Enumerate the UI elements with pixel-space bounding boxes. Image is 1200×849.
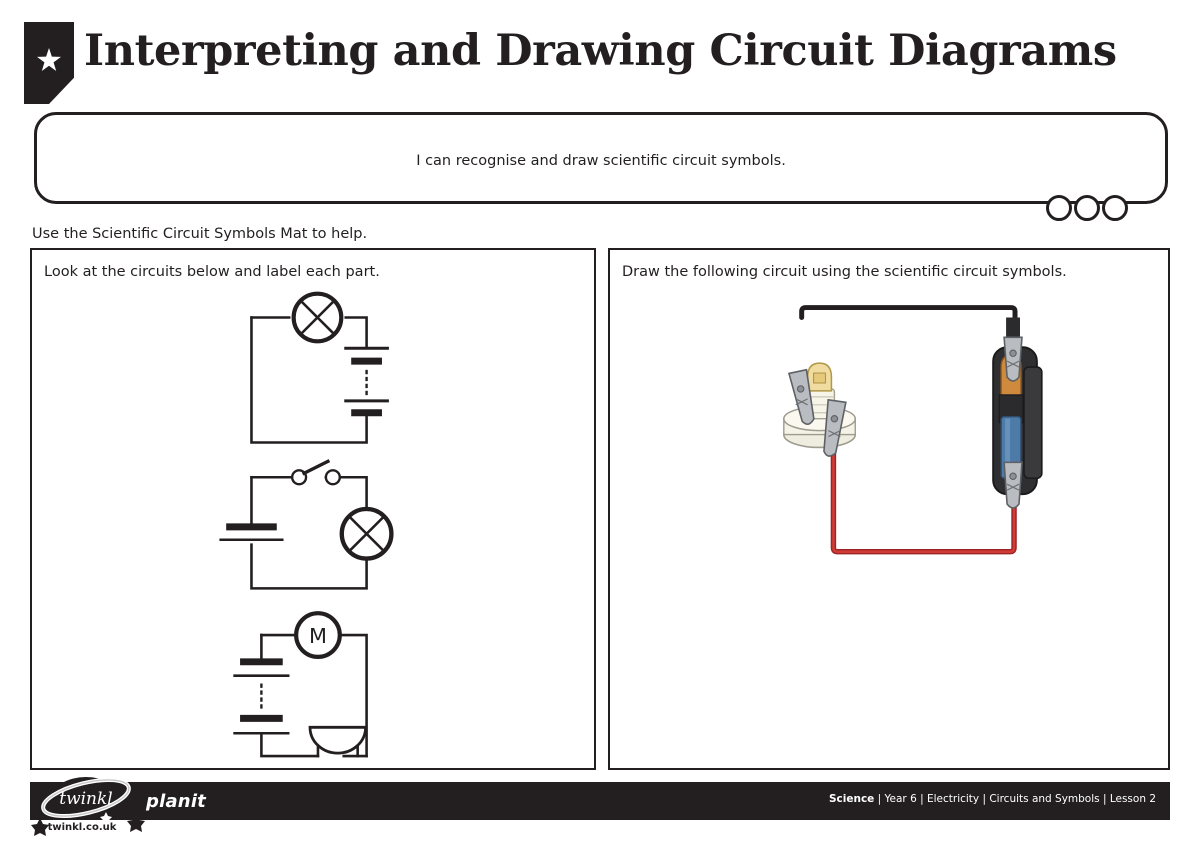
photo-bottom-wire [830,451,1017,555]
right-task-panel: Draw the following circuit using the sci… [608,248,1170,770]
circuit-diagram-1 [250,291,389,444]
clip-left-spacer [795,319,809,377]
battery-holder-side [1023,366,1043,480]
footer-meta: Science | Year 6 | Electricity | Circuit… [829,793,1156,805]
clip-right-pin [830,414,839,423]
left-task-panel: Look at the circuits below and label eac… [30,248,596,770]
battery-body-highlight [1005,418,1011,477]
circuit-diagram-2 [219,459,394,590]
footer-meta-subject: Science [828,793,875,805]
page-header: Interpreting and Drawing Circuit Diagram… [0,0,1200,112]
c2-lamp-cross [347,514,386,554]
bubble-tail-dot-1 [1046,195,1072,221]
bulb-glass [806,362,833,392]
logo-star-small [100,812,112,824]
star-badge-ribbon [24,22,74,104]
footer-bar [30,782,1170,820]
logo-url-text: twinkl.co.uk [48,822,117,833]
c3-wire-bottom-left [260,731,320,758]
lamp-holder-top [783,406,857,432]
battery-clip-top [1003,317,1023,382]
c2-switch-contact-right [324,469,341,486]
c3-motor-label: M [309,624,327,648]
bubble-tail-dot-3 [1102,195,1128,221]
lamp-clip-right [823,398,847,457]
planit-brand-label: planit [146,791,206,812]
c3-buzzer-leads [316,736,359,758]
learning-objective-bubble: I can recognise and draw scientific circ… [34,112,1168,204]
clip-right-teeth [828,430,841,438]
star-icon [37,48,61,72]
bulb-screw-base [803,388,836,420]
helper-instruction: Use the Scientific Circuit Symbols Mat t… [32,226,368,242]
c2-lamp-symbol [339,506,394,561]
twinkl-logo-mark: twinkl twinkl.co.uk [31,777,145,836]
c1-lamp-symbol [291,291,344,344]
circuit-diagram-3: M [233,611,368,758]
c1-wire-loop [250,316,368,444]
clip-left-pin [796,385,805,393]
logo-ring-inner [42,779,130,817]
clip-top-sheath [1006,317,1020,342]
c3-motor-symbol [294,611,342,659]
twinkl-logo: twinkl twinkl.co.uk [24,768,164,836]
lamp-clip-left [787,319,815,425]
clip-top-pin [1009,349,1017,357]
left-panel-circuits: M [219,291,394,758]
footer-meta-rest: | Year 6 | Electricity | Circuits and Sy… [874,793,1156,805]
c2-switch-contact-left [290,469,308,486]
bulb-filament-block [813,372,827,384]
clip-bottom-jaws [1003,461,1023,509]
c1-wire-top-right [344,316,368,350]
battery-shoulder [998,394,1024,424]
logo-planet-lobe [89,781,115,803]
battery-body [1000,416,1022,479]
right-panel-prompt: Draw the following circuit using the sci… [622,264,1067,280]
lamp-holder-base [783,420,857,449]
bulb-screw-threads [804,396,835,414]
c2-wire-bottom [250,543,368,590]
logo-star-right [127,814,145,832]
c2-wire-top-right [324,475,368,508]
clip-left-teeth [795,398,808,406]
c1-lamp-cross [298,298,337,337]
left-panel-prompt: Look at the circuits below and label eac… [44,264,380,280]
clip-top-jaws [1003,336,1023,382]
learning-objective-text: I can recognise and draw scientific circ… [416,153,786,169]
logo-ring [41,777,131,819]
clip-right-jaws [823,398,847,457]
logo-star-left [31,818,49,836]
circuit-photograph [783,305,1043,555]
bubble-tail-dot-2 [1074,195,1100,221]
page-title: Interpreting and Drawing Circuit Diagram… [84,26,1117,76]
photo-lamp-assembly [783,319,857,457]
photo-top-wire [799,305,1018,348]
battery-clip-bottom [1003,461,1023,509]
clip-bottom-pin [1009,472,1017,480]
photo-battery-assembly [992,317,1043,509]
clip-left-jaws [787,368,815,425]
c2-switch-lever [301,459,331,476]
battery-holder-body [992,346,1038,496]
photo-bottom-wire-highlight [832,453,1016,553]
clip-top-teeth [1006,360,1020,368]
c3-wire-right [340,633,368,758]
battery-positive-end [1000,354,1022,398]
lamp-holder-collar [783,418,856,436]
c3-buzzer-symbol [308,725,367,755]
clip-bottom-teeth [1006,483,1020,491]
logo-wordmark: twinkl [59,789,113,809]
